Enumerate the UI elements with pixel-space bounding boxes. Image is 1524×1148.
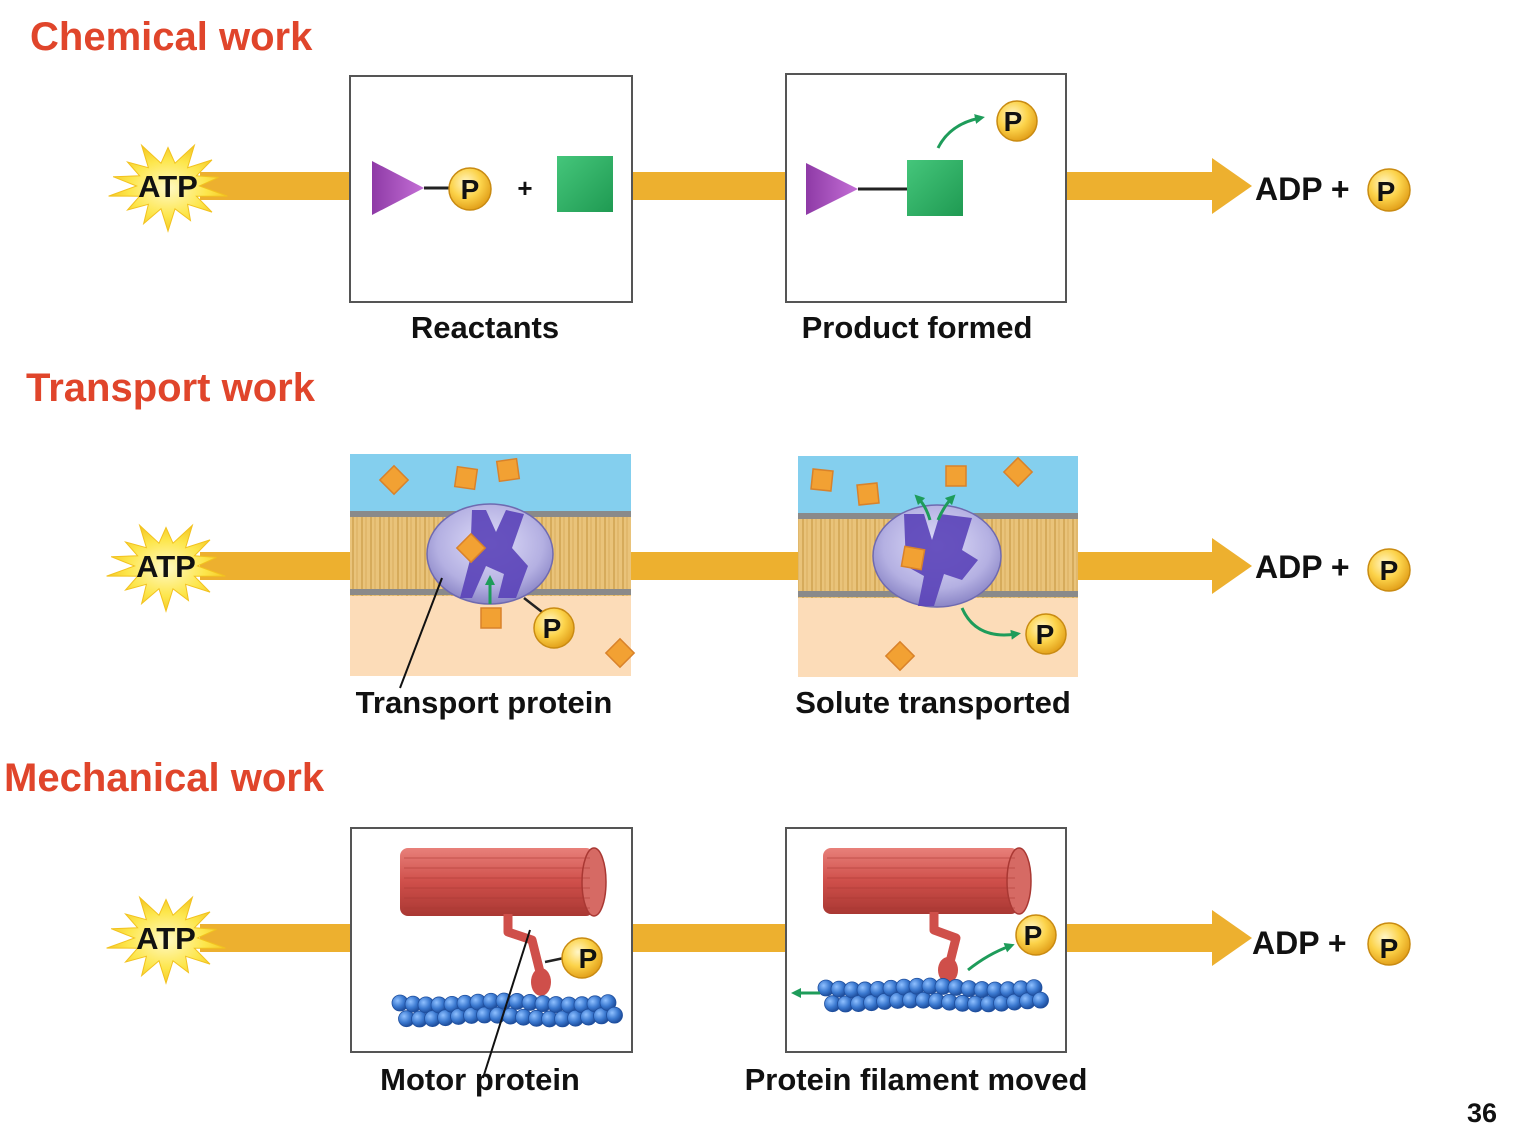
phosphate-icon: P xyxy=(1367,548,1411,592)
solute-transported-panel: P xyxy=(798,456,1078,677)
phosphate-icon: P xyxy=(533,607,575,649)
transport-protein-panel: P xyxy=(350,454,636,689)
actin-filament-icon xyxy=(817,977,1049,1013)
actin-filament-icon xyxy=(391,992,623,1028)
reactants-box: P + xyxy=(349,75,633,303)
phosphate-icon: P xyxy=(996,100,1038,142)
svg-text:P: P xyxy=(1380,933,1399,964)
phosphate-icon: P xyxy=(561,937,603,979)
leader-line xyxy=(399,577,443,689)
adp-label: ADP + xyxy=(1255,171,1350,207)
product-square-icon xyxy=(907,160,963,216)
chemical-work-row: Chemical work ATP P + Reactants xyxy=(30,15,1411,345)
adp-label: ADP + xyxy=(1255,549,1350,585)
transport-protein-caption: Transport protein xyxy=(356,685,613,720)
phosphate-icon: P xyxy=(1367,168,1411,212)
atp-label: ATP xyxy=(136,549,196,584)
product-formed-box: P xyxy=(785,73,1067,303)
muscle-fiber-icon xyxy=(823,847,1032,915)
svg-text:P: P xyxy=(1024,920,1043,951)
svg-text:P: P xyxy=(1004,106,1023,137)
atp-label: ATP xyxy=(138,169,198,204)
phosphate-icon: P xyxy=(448,167,492,211)
svg-text:P: P xyxy=(1036,619,1055,650)
svg-text:P: P xyxy=(1380,555,1399,586)
motor-protein-icon xyxy=(929,912,961,964)
solute-transported-caption: Solute transported xyxy=(795,685,1071,720)
product-triangle-icon xyxy=(806,163,858,215)
muscle-fiber-icon xyxy=(400,847,607,917)
transport-work-heading: Transport work xyxy=(26,366,316,410)
solute-icon xyxy=(378,457,636,669)
protein-filament-moved-box: P xyxy=(785,827,1067,1053)
svg-text:P: P xyxy=(579,943,598,974)
atp-burst-icon: ATP xyxy=(106,523,226,613)
release-arrow-icon xyxy=(936,114,985,149)
svg-text:P: P xyxy=(1377,176,1396,207)
page-number: 36 xyxy=(1467,1098,1497,1128)
solute-icon xyxy=(810,456,1034,672)
reactants-caption: Reactants xyxy=(411,310,559,345)
mechanical-work-heading: Mechanical work xyxy=(4,756,325,800)
atp-burst-icon: ATP xyxy=(108,143,228,233)
release-arrow-icon xyxy=(960,607,1021,640)
motor-protein-icon xyxy=(503,914,545,974)
release-arrow-icon xyxy=(967,943,1015,972)
phosphate-icon: P xyxy=(1367,922,1411,966)
leader-line xyxy=(482,929,531,1079)
phosphate-icon: P xyxy=(1025,613,1067,655)
reactant-triangle-icon xyxy=(372,161,424,215)
mechanical-work-row: Mechanical work ATP xyxy=(4,756,1411,1097)
reactant-square-icon xyxy=(557,156,613,212)
phosphate-icon: P xyxy=(1015,914,1057,956)
plus-sign: + xyxy=(517,173,532,203)
motor-protein-box: P xyxy=(350,827,633,1079)
product-formed-caption: Product formed xyxy=(802,310,1033,345)
svg-text:P: P xyxy=(461,174,480,205)
motor-protein-caption: Motor protein xyxy=(380,1062,580,1097)
adp-label: ADP + xyxy=(1252,925,1347,961)
atp-burst-icon: ATP xyxy=(106,895,226,985)
chemical-work-heading: Chemical work xyxy=(30,15,313,59)
protein-filament-moved-caption: Protein filament moved xyxy=(745,1062,1088,1097)
transport-work-row: Transport work ATP xyxy=(26,366,1411,720)
svg-text:P: P xyxy=(543,613,562,644)
atp-label: ATP xyxy=(136,921,196,956)
